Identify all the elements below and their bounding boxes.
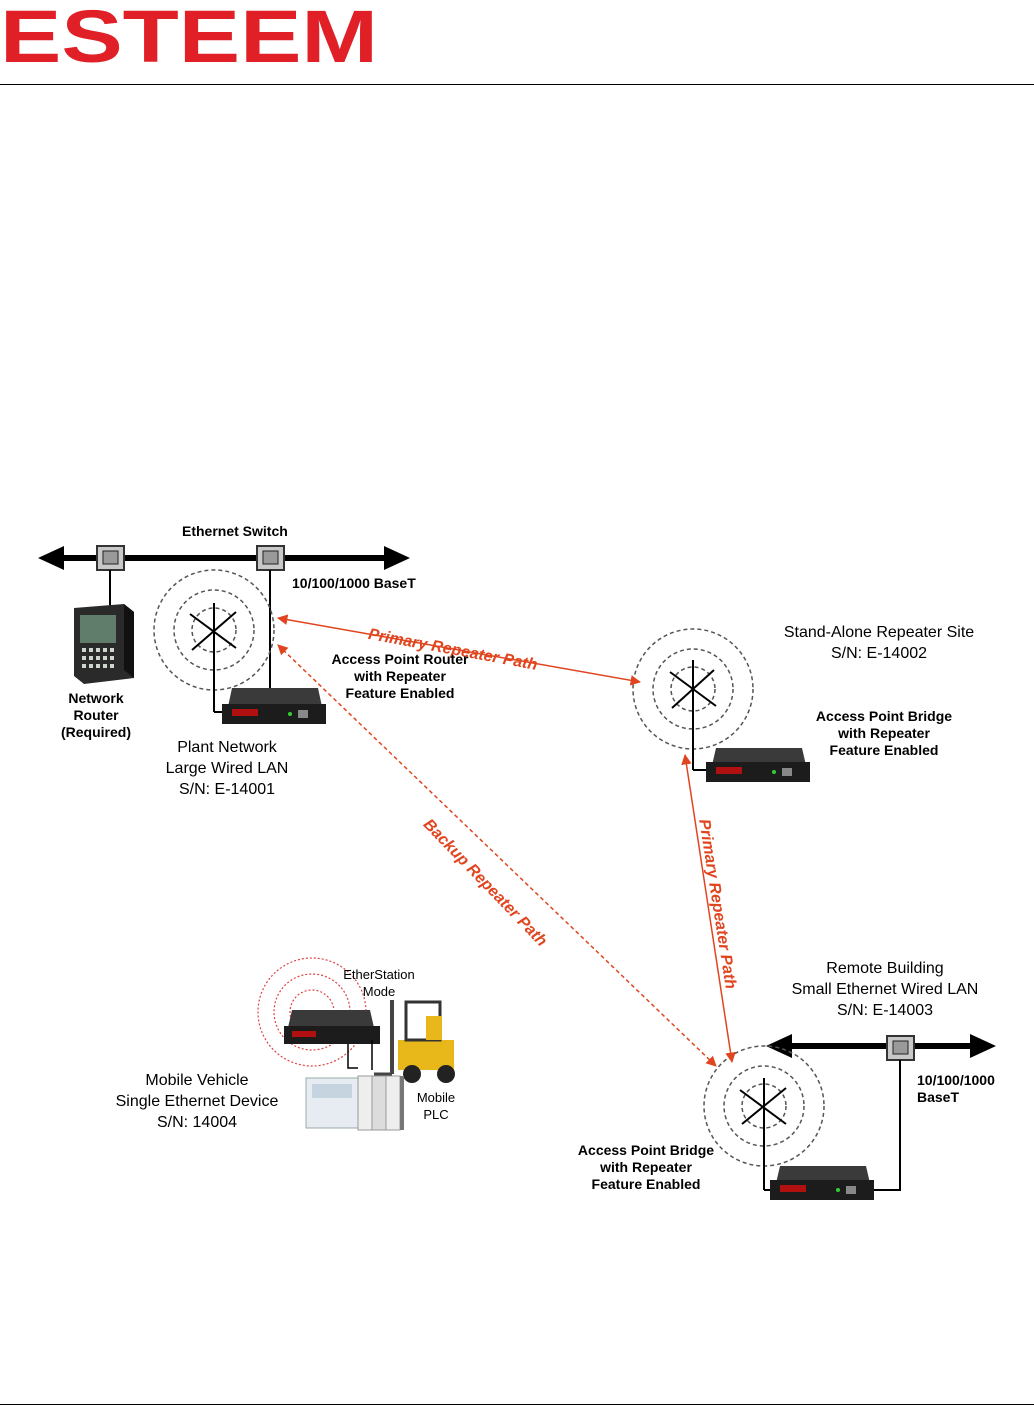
access-point-router-label: Access Point Router with Repeater Featur… [331, 651, 469, 701]
header-rule [0, 84, 1034, 85]
esteem-radio-icon [706, 748, 810, 782]
forklift-icon [374, 1000, 455, 1083]
esteem-radio-icon [770, 1166, 874, 1200]
ethernet-switch-label: Ethernet Switch [182, 523, 288, 539]
standalone-repeater-label: Stand-Alone Repeater Site S/N: E-14002 [783, 624, 975, 662]
bottom-ethernet-bus [766, 1034, 996, 1058]
switch-port-icon [96, 545, 125, 571]
plant-network-label: Plant Network Large Wired LAN S/N: E-140… [165, 739, 289, 798]
antenna-icon [189, 603, 237, 712]
network-router-label: Network Router (Required) [61, 690, 131, 740]
esteem-radio-icon [222, 688, 326, 724]
access-point-bridge-label-2: Access Point Bridge with Repeater Featur… [577, 1142, 715, 1192]
antenna-icon [669, 660, 717, 770]
plc-icon [305, 1075, 404, 1131]
switch-port-icon [886, 1035, 915, 1061]
basetech-top-label: 10/100/1000 BaseT [292, 575, 416, 591]
mobile-vehicle-label: Mobile Vehicle Single Ethernet Device S/… [115, 1072, 279, 1131]
access-point-bridge-label-1: Access Point Bridge with Repeater Featur… [815, 708, 953, 758]
remote-building-label: Remote Building Small Ethernet Wired LAN… [791, 960, 979, 1019]
network-router-icon [74, 604, 134, 684]
svg-text:ESTEEM: ESTEEM [0, 0, 378, 78]
top-ethernet-bus [38, 546, 410, 570]
footer-rule [0, 1404, 1034, 1405]
switch-port-icon [256, 545, 285, 571]
etherstation-mode-label: EtherStation Mode [343, 967, 415, 999]
antenna-icon [739, 1078, 787, 1190]
basetech-bottom-label: 10/100/1000 BaseT [917, 1072, 995, 1105]
mobile-plc-label: Mobile PLC [416, 1090, 456, 1122]
backup-repeater-path [277, 644, 717, 1067]
esteem-radio-icon [284, 1010, 380, 1044]
esteem-logo: ESTEEM [0, 0, 378, 78]
